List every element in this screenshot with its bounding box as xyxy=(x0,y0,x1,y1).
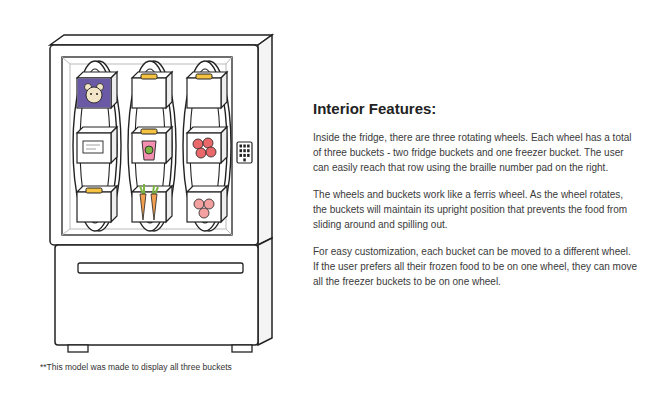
buckets-part-part xyxy=(141,74,157,79)
braille-pad-part-part xyxy=(247,154,250,157)
buckets-part-part xyxy=(142,141,156,160)
braille-pad-part-part xyxy=(240,149,243,152)
fridge-body-part xyxy=(78,263,243,273)
buckets-part xyxy=(187,186,227,222)
buckets-part-part xyxy=(196,74,212,79)
buckets-part-part xyxy=(151,194,157,220)
buckets-part-part xyxy=(193,139,203,149)
braille-pad-part-part xyxy=(240,154,243,157)
fridge-body-part xyxy=(55,245,258,345)
fridge-body-part xyxy=(62,57,232,235)
buckets-part-part xyxy=(86,188,102,193)
rotating-wheels-part xyxy=(183,61,227,231)
braille-pad-part-part xyxy=(240,145,243,148)
braille-pad-part xyxy=(237,142,252,163)
fridge-body-part xyxy=(50,45,258,245)
body-paragraph: The wheels and buckets work like a ferri… xyxy=(313,187,638,232)
buckets-part-part xyxy=(132,72,172,108)
footnote-caption: **This model was made to display all thr… xyxy=(40,362,340,373)
buckets-part-part xyxy=(90,93,92,95)
buckets-part-part xyxy=(203,138,213,148)
buckets-part xyxy=(77,127,117,163)
buckets-part-part xyxy=(86,145,100,149)
fridge-body-part xyxy=(232,345,252,352)
buckets-part-part xyxy=(77,186,117,222)
fridge-body-part xyxy=(258,238,272,345)
buckets-part xyxy=(77,186,117,222)
rotating-wheels-part xyxy=(132,61,176,231)
fridge-body-part xyxy=(62,57,232,235)
braille-pad xyxy=(237,142,252,163)
buckets-part-part xyxy=(86,87,102,103)
buckets-part-part xyxy=(145,146,153,154)
buckets-part-part xyxy=(96,93,98,95)
fridge-body-part xyxy=(68,345,88,352)
buckets-part-part xyxy=(132,127,172,163)
rotating-wheels-part xyxy=(128,61,172,231)
buckets-part xyxy=(132,72,172,108)
braille-pad-part-part xyxy=(247,149,250,152)
rotating-wheels-part xyxy=(77,61,121,231)
buckets-part xyxy=(132,184,172,222)
buckets-part-part xyxy=(140,184,158,194)
buckets-part-part xyxy=(141,129,157,134)
buckets-part xyxy=(77,72,117,108)
buckets-part-part xyxy=(206,147,216,157)
braille-pad-part-part xyxy=(243,149,246,152)
fridge-body-part xyxy=(50,35,272,45)
fridge-body xyxy=(50,35,272,352)
buckets-part xyxy=(187,72,227,108)
buckets-part-part xyxy=(204,199,214,209)
buckets-part-part xyxy=(199,208,209,218)
buckets-part-part xyxy=(187,186,227,222)
rotating-wheels-part xyxy=(73,61,117,231)
buckets-part-part xyxy=(140,194,146,220)
section-title: Interior Features: xyxy=(313,100,638,118)
buckets-part-part xyxy=(132,186,172,222)
braille-pad-part-part xyxy=(247,145,250,148)
rotating-wheels-part xyxy=(187,61,231,231)
buckets-part-part xyxy=(196,148,206,158)
rotating-wheels xyxy=(73,61,231,231)
buckets-part xyxy=(132,127,172,163)
buckets-part-part xyxy=(83,141,103,153)
text-column: Interior Features: Inside the fridge, the… xyxy=(313,100,638,301)
buckets-part-part xyxy=(78,79,111,108)
buckets-part-part xyxy=(187,127,227,163)
buckets-part-part xyxy=(77,72,117,108)
buckets-part-part xyxy=(194,199,204,209)
buckets-part-part xyxy=(187,72,227,108)
buckets-part xyxy=(187,127,227,163)
buckets xyxy=(77,72,227,222)
body-paragraph: For easy customization, each bucket can … xyxy=(313,244,638,289)
braille-pad-part-part xyxy=(243,158,246,161)
braille-pad-part-part xyxy=(243,145,246,148)
braille-pad-part-part xyxy=(243,154,246,157)
buckets-part-part xyxy=(77,127,117,163)
braille-pad-part xyxy=(240,145,250,162)
body-paragraph: Inside the fridge, there are three rotat… xyxy=(313,130,638,175)
fridge-body-part xyxy=(258,35,272,245)
